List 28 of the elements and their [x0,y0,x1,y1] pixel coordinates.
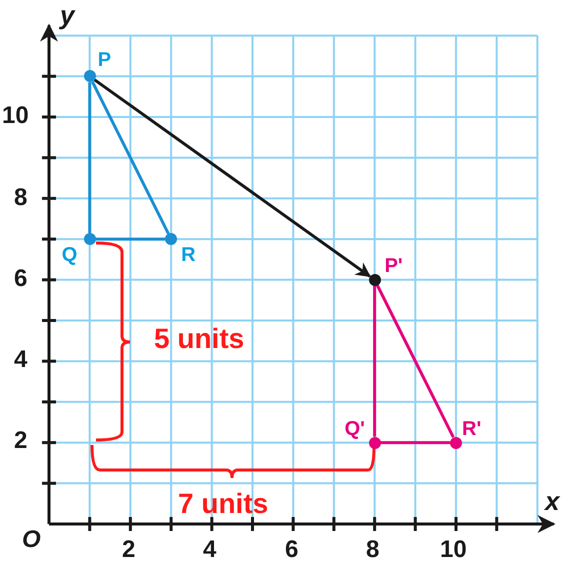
tick-label: 2 [122,538,136,562]
point-label: Q [62,245,78,266]
tick-label: 4 [14,348,28,372]
tick-label: 2 [14,429,28,453]
tick-label: 8 [14,186,28,210]
tick-label: 10 [440,538,467,562]
point-label: P [98,50,112,70]
measure-label: 7 units [178,490,268,518]
tick-label: 8 [366,538,380,562]
point-label: R' [462,418,482,439]
triangle-side [91,81,170,234]
triangle-side [88,82,92,234]
point-label: R [181,245,196,266]
tick-label: 4 [203,538,216,562]
origin-label: O [22,528,41,552]
triangle-side [373,286,376,437]
point-label: P' [384,256,403,276]
point-label: Q' [344,418,365,439]
tick-label: 10 [2,104,29,128]
arrow [94,78,371,278]
axis-label: y [60,2,74,28]
measure-label: 5 units [154,325,244,353]
triangle-side [376,284,455,438]
axis-label: x [545,488,560,514]
tick-label: 6 [285,538,298,562]
triangle-side [96,238,166,241]
triangle-side [380,441,450,444]
tick-label: 6 [14,267,28,291]
